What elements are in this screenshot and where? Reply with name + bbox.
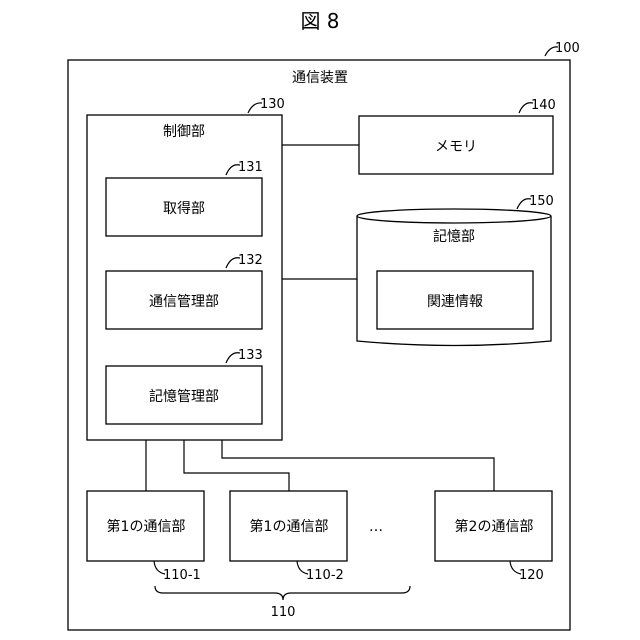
control-ref: 130 (260, 97, 285, 112)
storage-mgmt-ref: 133 (238, 348, 263, 363)
comm-mgmt-label: 通信管理部 (149, 294, 219, 310)
control-label: 制御部 (163, 124, 205, 140)
device-label: 通信装置 (292, 70, 348, 86)
figure-title: 図 8 (300, 9, 339, 33)
comm-unit-1-2-ref: 110-2 (306, 568, 344, 583)
comm-unit-1-2-label: 第1の通信部 (250, 518, 329, 535)
comm-unit-1-1-ref: 110-1 (163, 568, 201, 583)
related-info-label: 関連情報 (427, 294, 483, 310)
acquisition-ref: 131 (238, 160, 263, 175)
ellipsis: … (369, 519, 383, 535)
comm-unit-1-1-label: 第1の通信部 (107, 518, 186, 535)
comm-unit-2-label: 第2の通信部 (455, 518, 534, 535)
memory-ref: 140 (531, 98, 556, 113)
storage-ref: 150 (529, 194, 554, 209)
group-ref: 110 (271, 605, 296, 620)
storage-mgmt-label: 記憶管理部 (149, 388, 219, 405)
acquisition-label: 取得部 (163, 200, 205, 217)
storage-label: 記憶部 (433, 228, 475, 245)
memory-label: メモリ (435, 139, 477, 155)
comm-unit-2-ref: 120 (519, 568, 544, 583)
storage-cylinder-top (357, 209, 551, 223)
device-ref: 100 (555, 41, 580, 56)
comm-mgmt-ref: 132 (238, 253, 263, 268)
